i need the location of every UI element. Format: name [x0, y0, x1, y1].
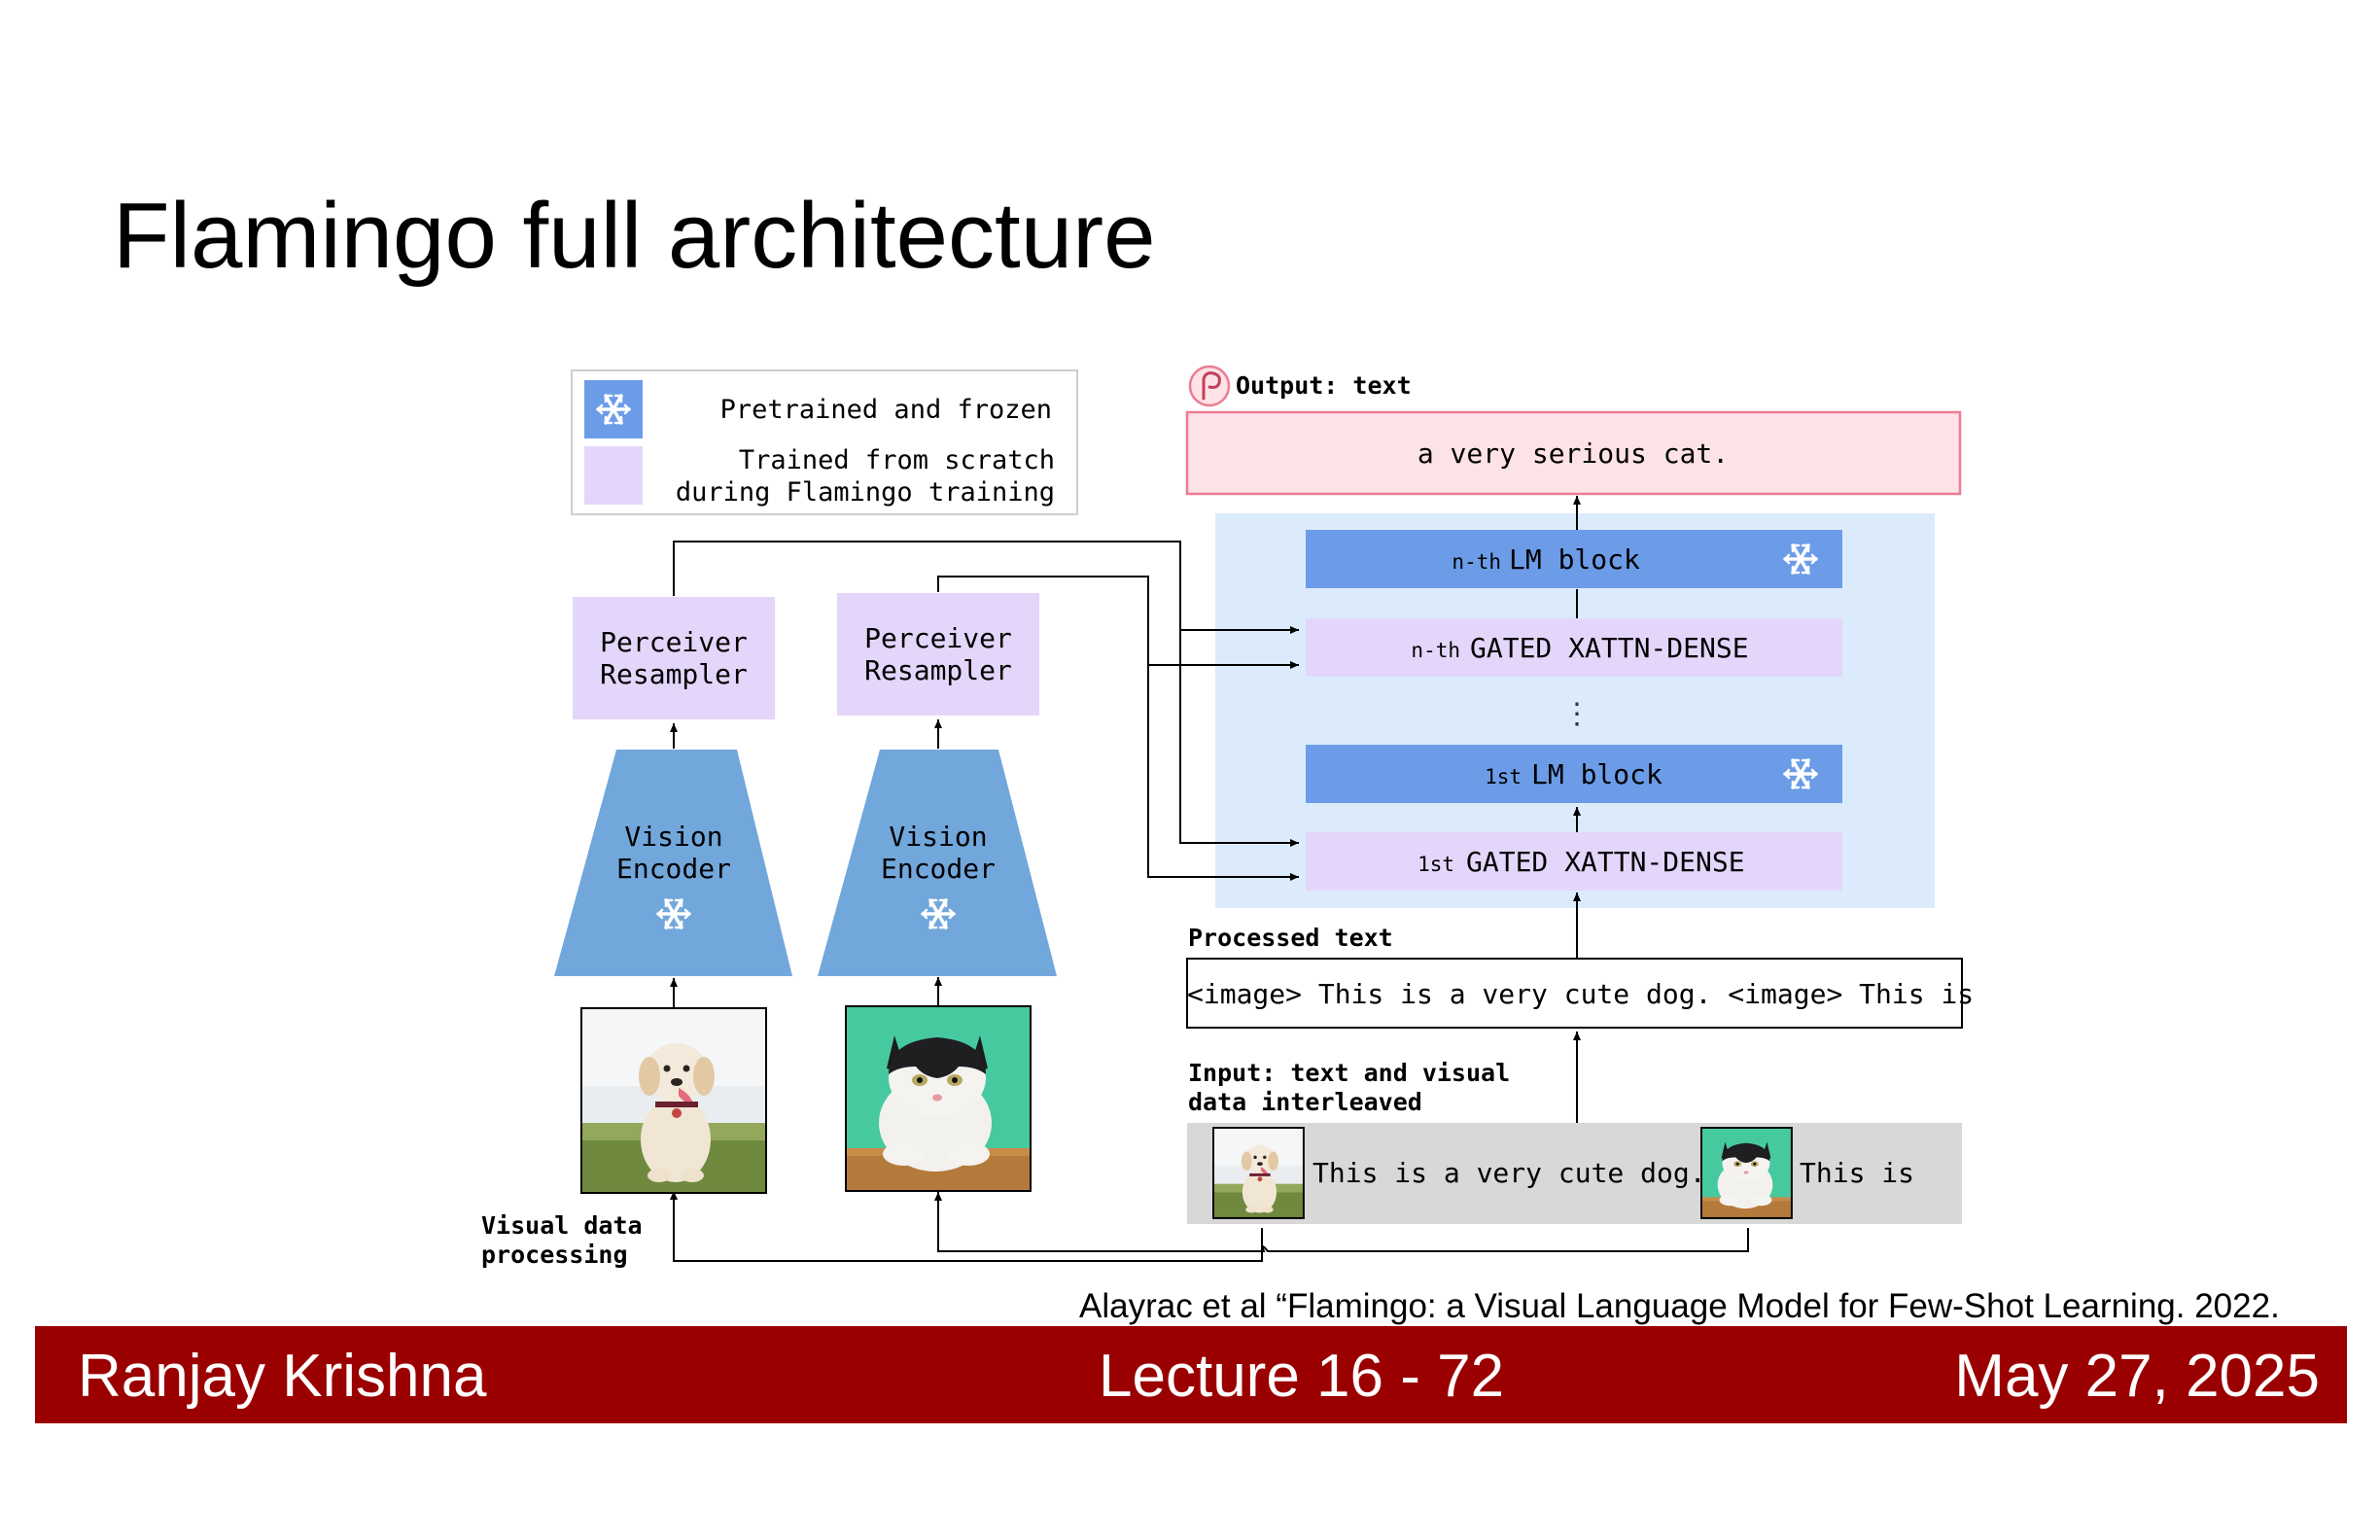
legend-trained-swatch — [584, 446, 643, 505]
input-title-line1: Input: text and visual — [1188, 1059, 1510, 1087]
input-cat-thumbnail — [1700, 1127, 1793, 1219]
vision-encoder-2-label-line2: Encoder — [881, 853, 996, 885]
nth-gated-xattn-dense — [1306, 618, 1842, 677]
legend: Pretrained and frozen Trained from scrat… — [571, 369, 1078, 515]
legend-frozen-label: Pretrained and frozen — [720, 395, 1052, 425]
perceiver-resampler-2 — [837, 593, 1039, 716]
nth-xattn-prefix: n-th — [1411, 639, 1460, 662]
nth-lm-block — [1306, 530, 1842, 588]
footer-bar: Ranjay Krishna Lecture 16 - 72 May 27, 2… — [35, 1326, 2347, 1423]
visual-processing-label-line1: Visual data — [481, 1211, 643, 1240]
input-dog-thumbnail — [1212, 1127, 1305, 1219]
output-box — [1185, 410, 1962, 496]
input-strip — [1187, 1123, 1962, 1224]
processed-text-title: Processed text — [1188, 924, 1393, 952]
nth-lm-label: LM block — [1509, 543, 1640, 576]
first-lm-prefix: 1st — [1485, 765, 1522, 788]
output-title: Output: text — [1236, 371, 1412, 400]
vision-encoder-2 — [818, 750, 1057, 976]
vision-encoder-1-label-line1: Vision — [624, 821, 722, 853]
citation: Alayrac et al “Flamingo: a Visual Langua… — [1079, 1287, 2280, 1325]
input-text-2: This is — [1800, 1157, 1914, 1189]
footer-author: Ranjay Krishna — [78, 1343, 487, 1410]
nth-lm-prefix: n-th — [1452, 550, 1501, 574]
input-title-line2: data interleaved — [1188, 1088, 1422, 1116]
slide-title: Flamingo full architecture — [113, 184, 1156, 288]
cat-image — [845, 1005, 1032, 1192]
flamingo-logo-icon — [1188, 365, 1231, 407]
processed-text: <image> This is a very cute dog. <image>… — [1187, 978, 1974, 1010]
perceiver-resampler-1 — [573, 597, 775, 719]
dog-image — [580, 1007, 767, 1194]
first-lm-label: LM block — [1531, 758, 1662, 790]
first-xattn-label: GATED XATTN-DENSE — [1466, 846, 1745, 878]
vision-encoder-1-label-line2: Encoder — [616, 853, 731, 885]
first-lm-block — [1306, 745, 1842, 803]
connectors — [670, 496, 1749, 1262]
nth-xattn-label: GATED XATTN-DENSE — [1470, 632, 1749, 664]
legend-scratch-label-2: during Flamingo training — [676, 477, 1055, 508]
vision-encoder-2-label-line1: Vision — [889, 821, 987, 853]
visual-processing-label-line2: processing — [481, 1241, 628, 1269]
legend-scratch-label-1: Trained from scratch — [739, 445, 1055, 475]
perceiver-1-label-line2: Resampler — [600, 658, 748, 690]
input-text-1: This is a very cute dog. — [1312, 1157, 1706, 1189]
processed-text-box — [1186, 958, 1963, 1029]
vision-encoder-1 — [554, 750, 792, 976]
first-gated-xattn-dense — [1306, 832, 1842, 891]
footer-date: May 27, 2025 — [1954, 1343, 2320, 1410]
ellipsis-dots: ⋮ — [1562, 698, 1592, 730]
output-text: a very serious cat. — [1418, 438, 1729, 470]
first-xattn-prefix: 1st — [1418, 853, 1454, 876]
perceiver-1-label-line1: Perceiver — [600, 626, 748, 658]
perceiver-2-label-line2: Resampler — [864, 654, 1012, 686]
perceiver-2-label-line1: Perceiver — [864, 622, 1012, 654]
footer-lecture: Lecture 16 - 72 — [1099, 1343, 1505, 1410]
